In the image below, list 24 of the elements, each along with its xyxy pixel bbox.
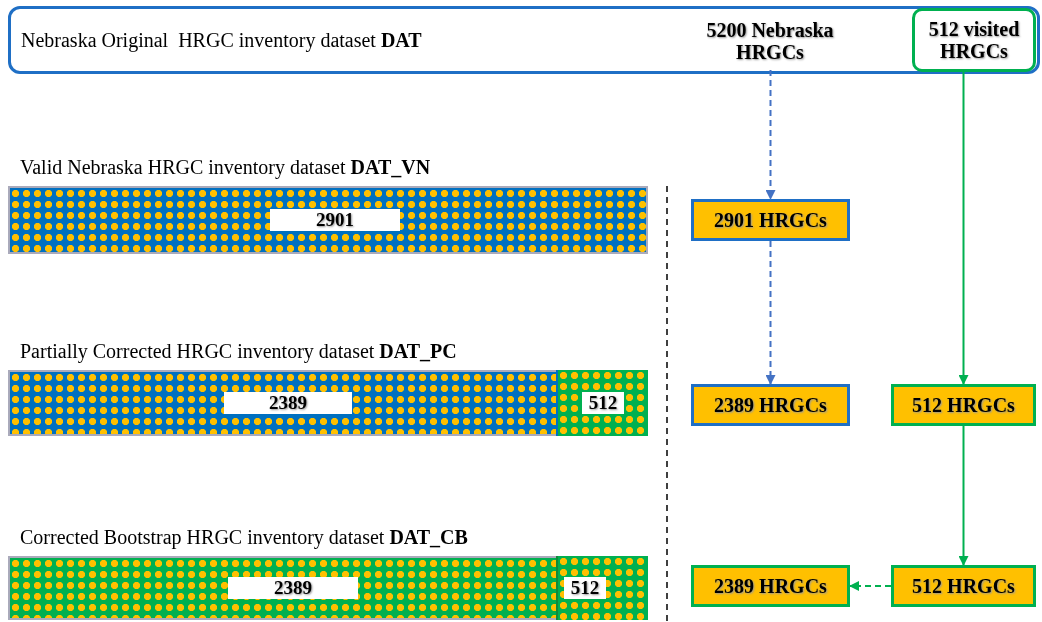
count-box: 512 visited HRGCs [912,8,1036,72]
arrow [849,581,892,591]
count-label: 2901 [270,209,400,231]
bar-segment [556,556,648,620]
count-box: 512 HRGCs [891,565,1036,607]
count-label: 2389 [224,392,352,414]
count-box: 2901 HRGCs [691,199,850,241]
count-box: 2389 HRGCs [691,565,850,607]
count-box: 2389 HRGCs [691,384,850,426]
count-label: 512 [564,577,606,599]
count-label: 512 [582,392,624,414]
count-box: 512 HRGCs [891,384,1036,426]
arrow [765,240,776,385]
band-title: Nebraska Original HRGC inventory dataset DAT [21,29,422,52]
dataset-band [8,6,1040,74]
count-label: 2389 [228,577,358,599]
dataset-heading: Corrected Bootstrap HRGC inventory dataset DAT_CB [20,526,468,549]
bar-segment [556,370,648,436]
arrow [765,69,776,200]
arrow [958,71,969,385]
count-label: 5200 Nebraska HRGCs [690,12,850,70]
arrow [958,425,969,566]
dataset-heading: Valid Nebraska HRGC inventory dataset DAT_VN [20,156,431,179]
dataset-heading: Partially Corrected HRGC inventory dataset DAT_PC [20,340,457,363]
